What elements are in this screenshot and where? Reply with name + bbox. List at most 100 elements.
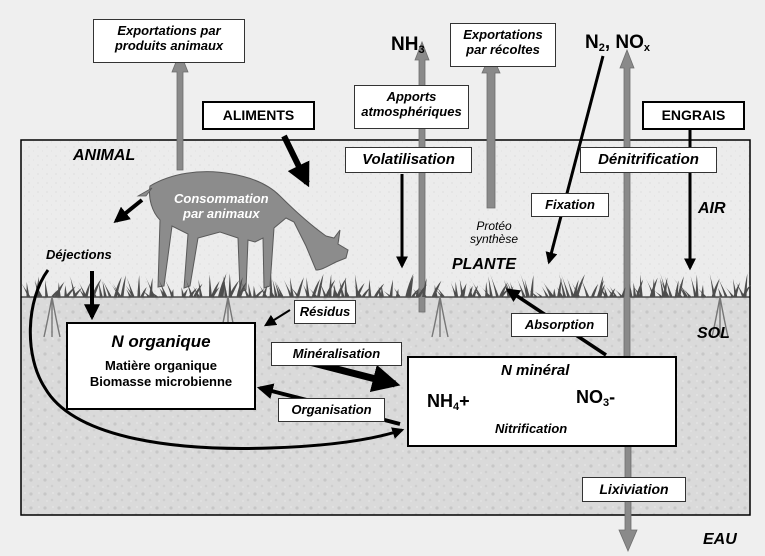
grass-blade [339, 279, 345, 297]
no3-charge: - [609, 387, 616, 407]
grass-blade [450, 282, 458, 297]
grass-blade [262, 285, 268, 297]
nox-sub: x [643, 42, 651, 54]
nh4-base: NH [427, 391, 453, 411]
grass-blade [159, 288, 166, 297]
grass-blade [112, 283, 122, 297]
exportations-animaux-line2: produits animaux [114, 37, 224, 53]
nh3-base: NH [391, 34, 419, 55]
proteo-synthese-label: Protéo synthèse [470, 219, 519, 247]
grass-blade [561, 274, 571, 297]
grass-blade [289, 277, 294, 297]
grass-blade [209, 274, 212, 297]
apports-atmospheriques-box: Apports atmosphériques [354, 85, 469, 129]
grass-blade [217, 273, 227, 297]
grass-blade [471, 285, 478, 297]
grass-blade [469, 276, 482, 297]
grass-blade [137, 275, 141, 297]
grass-blade [422, 278, 427, 297]
grass-blade [354, 274, 359, 297]
grass-blade [281, 274, 293, 297]
grass-vegetation [19, 273, 751, 338]
grass-blade [676, 279, 689, 297]
plant-root [51, 296, 61, 338]
grass-blade [344, 277, 348, 297]
consommation-label: Consommation par animaux [174, 191, 269, 221]
grass-blade [567, 278, 575, 297]
n-organique-box: N organique Matière organique Biomasse m… [66, 322, 256, 410]
denitrification-box: Dénitrification [580, 147, 717, 173]
grass-blade [651, 288, 664, 297]
grass-blade [718, 287, 723, 297]
grass-blade [695, 274, 699, 297]
grass-blade [411, 289, 419, 297]
n-mineral-box: N minéral NH4+ NO3- Nitrification [407, 356, 677, 447]
label-animal: ANIMAL [73, 147, 136, 164]
grass-blade [122, 281, 135, 297]
grass-blade [674, 280, 679, 297]
grass-blade [558, 273, 567, 297]
grass-blade [408, 275, 414, 297]
grass-blade [248, 283, 252, 297]
grass-blade [308, 287, 318, 297]
denitrification-arrow [619, 48, 635, 359]
grass-blade [433, 287, 444, 297]
exportations-recoltes-line2: par récoltes [466, 41, 540, 57]
grass-blade [590, 284, 599, 297]
grass-blade [542, 281, 555, 297]
grass-blade [220, 281, 225, 297]
nh3-label: NH3 [391, 34, 425, 56]
grass-blade [743, 273, 748, 297]
grass-blade [228, 273, 232, 297]
n2-sub: 2 [598, 42, 605, 54]
grass-blade [541, 286, 549, 297]
grass-blade [236, 277, 243, 297]
grass-blade [120, 275, 126, 297]
n2-fixation-arrow [545, 55, 605, 265]
grass-blade [57, 282, 61, 297]
grass-blade [415, 288, 419, 297]
grass-blade [274, 280, 282, 297]
grass-blade [639, 274, 643, 297]
grass-blade [26, 281, 30, 297]
grass-blade [604, 285, 615, 297]
proteo-line1: Protéo [476, 219, 512, 233]
grass-blade [328, 274, 332, 297]
grass-blade [353, 285, 363, 297]
grass-blade [517, 279, 526, 297]
grass-blade [490, 274, 500, 297]
aliments-box: ALIMENTS [202, 101, 315, 130]
plant-root [719, 296, 729, 338]
grass-blade [488, 276, 493, 297]
grass-blade [192, 286, 201, 297]
grass-blade [485, 281, 489, 297]
volatilisation-box: Volatilisation [345, 147, 472, 173]
grass-blade [102, 281, 107, 297]
grass-blade [378, 287, 393, 297]
grass-blade [286, 282, 300, 297]
absorption-box: Absorption [511, 313, 608, 337]
n2-base: N [585, 32, 599, 53]
n-organique-line1: Matière organique [105, 358, 217, 373]
grass-blade [608, 288, 616, 297]
dejections-label: Déjections [46, 247, 112, 262]
grass-blade [78, 281, 88, 297]
grass-blade [468, 284, 483, 297]
no3-sub: 3 [603, 397, 610, 409]
grass-blade [238, 281, 247, 297]
exportations-recoltes-box: Exportations par récoltes [450, 23, 556, 67]
residus-arrow [263, 309, 291, 327]
residus-box: Résidus [294, 300, 356, 324]
grass-blade [393, 287, 401, 297]
grass-blade [572, 279, 579, 297]
grass-blade [613, 287, 624, 297]
grass-blade [269, 274, 273, 297]
proteo-line2: synthèse [470, 232, 519, 247]
no3-label: NO3- [576, 387, 615, 409]
grass-blade [652, 278, 656, 297]
grass-blade [223, 275, 228, 297]
grass-blade [557, 278, 562, 297]
grass-blade [35, 279, 40, 297]
grass-blade [552, 288, 556, 297]
